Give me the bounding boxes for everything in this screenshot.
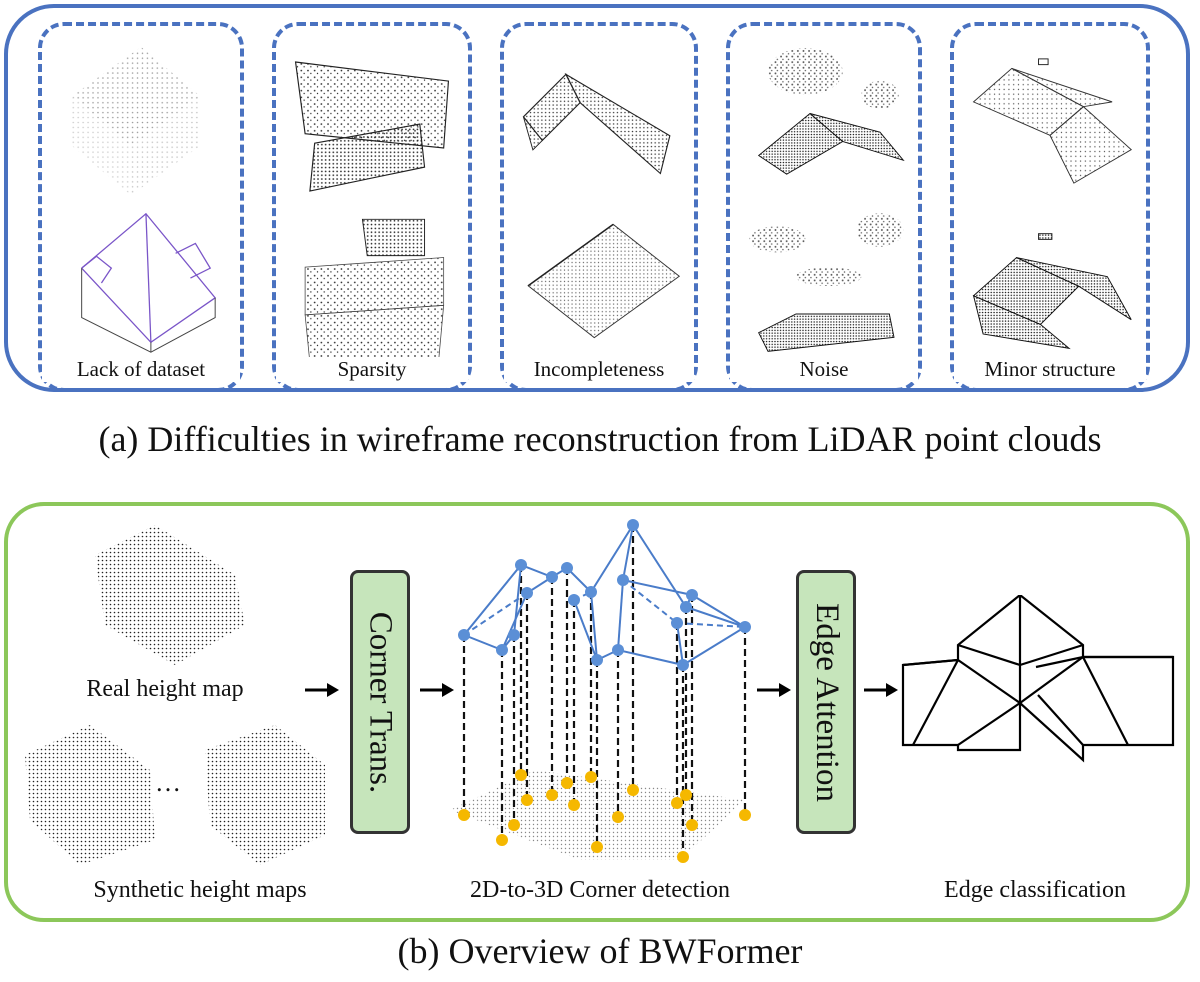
- category-lack-of-dataset: Lack of dataset: [38, 22, 244, 392]
- category-label: Minor structure: [954, 357, 1146, 382]
- synthetic-height-map-2: [205, 725, 325, 865]
- edge-classification-label: Edge classification: [944, 877, 1126, 903]
- real-height-map-label: Real height map: [86, 676, 244, 702]
- incomplete-roof-image: [514, 66, 684, 196]
- synthetic-height-map-1: [25, 725, 155, 865]
- purple-wireframe-graphic: [81, 212, 217, 353]
- arrow-right-icon: [757, 683, 791, 697]
- panel-a-caption: (a) Difficulties in wireframe reconstruc…: [98, 419, 1102, 459]
- category-label: Sparsity: [276, 357, 468, 382]
- projection-lines: [462, 525, 747, 857]
- corner-detection-diagram: [450, 519, 751, 863]
- category-label: Noise: [730, 357, 918, 382]
- arrow-right-icon: [305, 683, 339, 697]
- minor-structure-roof-image: [964, 46, 1136, 196]
- sparse-point-cloud-image: [52, 36, 230, 206]
- minor-structure-dense-image: [964, 216, 1136, 366]
- synthetic-height-maps-label: Synthetic height maps: [93, 877, 307, 903]
- panel-b-caption: (b) Overview of BWFormer: [397, 931, 803, 971]
- dense-roof-graphic: [972, 233, 1132, 350]
- category-incompleteness: Incompleteness: [500, 22, 698, 392]
- category-sparsity: Sparsity: [272, 22, 472, 392]
- corner-trans-label: Corner Trans.: [362, 611, 399, 793]
- roof-point-cloud-graphic: [294, 61, 450, 192]
- corner-detection-label: 2D-to-3D Corner detection: [470, 877, 730, 903]
- 3d-wireframe: [463, 523, 748, 667]
- edge-attention-label: Edge Attention: [808, 602, 845, 802]
- category-label: Lack of dataset: [42, 357, 240, 382]
- sparse-building-image: [286, 216, 458, 366]
- noisy-roof-graphic: [757, 48, 905, 175]
- arrow-right-icon: [420, 683, 454, 697]
- arrow-right-icon: [864, 683, 898, 697]
- ellipsis: …: [155, 768, 181, 797]
- edge-attention-module: Edge Attention: [796, 570, 856, 834]
- 2d-corner-points: [458, 769, 751, 863]
- corner-trans-module: Corner Trans.: [350, 570, 410, 834]
- category-label: Incompleteness: [504, 357, 694, 382]
- noisy-tree-roof-image: [740, 38, 908, 203]
- 3d-corner-points: [458, 519, 751, 671]
- category-noise: Noise: [726, 22, 922, 392]
- noisy-building-image: [740, 206, 908, 366]
- building-point-cloud-graphic: [304, 218, 445, 364]
- noisy-building-graphic: [749, 213, 904, 352]
- category-minor-structure: Minor structure: [950, 22, 1150, 392]
- sparse-roof-image: [286, 44, 458, 209]
- panel-b-frame: [4, 502, 1190, 922]
- edge-classification-wireframe: [901, 595, 1175, 763]
- l-shaped-roof-graphic: [522, 72, 671, 175]
- wireframe-model-image: [52, 208, 230, 358]
- gable-roof-graphic: [527, 223, 681, 339]
- point-cloud-graphic: [71, 46, 201, 196]
- incomplete-gable-image: [514, 216, 684, 346]
- real-height-map-image: [95, 525, 245, 665]
- roof-with-chimney-graphic: [972, 58, 1133, 184]
